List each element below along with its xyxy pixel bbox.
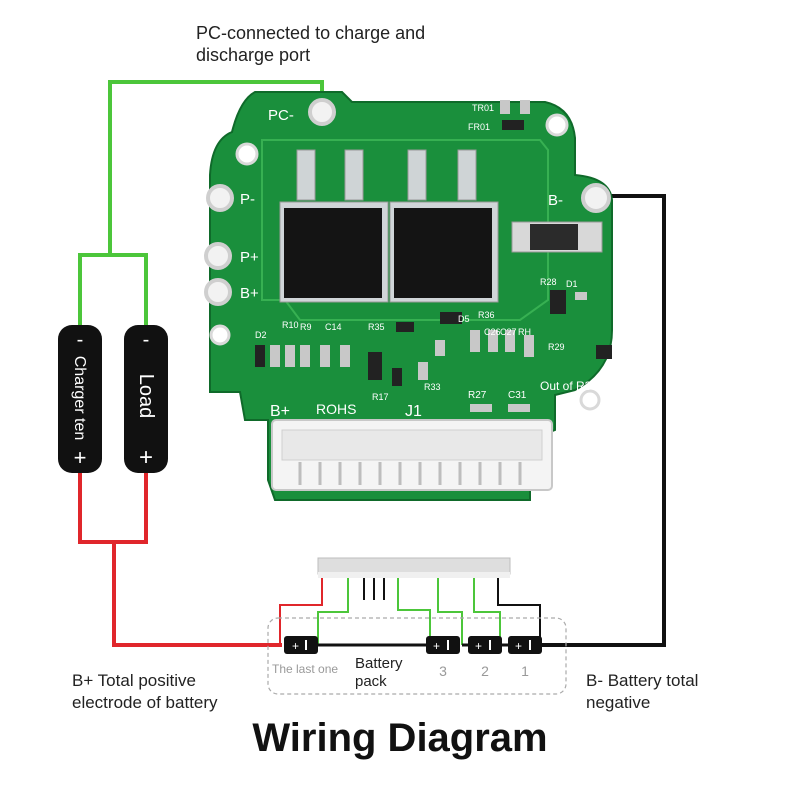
balance-green-lead: [397, 578, 431, 645]
mount-hole-bl: [209, 324, 231, 346]
svg-text:+: +: [433, 639, 440, 653]
balance-green-lead: [317, 578, 349, 645]
mosfet-left-body: [284, 208, 382, 298]
b-minus-total-label: B- Battery total negative: [586, 671, 699, 712]
b-plus-pad: [204, 278, 232, 306]
svg-text:+: +: [292, 639, 299, 653]
pc-port-label: PC-connected to charge and discharge por…: [196, 23, 426, 65]
last-one-label: The last one: [272, 662, 338, 676]
charger-red-wire: [78, 470, 114, 544]
pcb-silk-label: R10: [282, 320, 299, 330]
p-minus-pad: [206, 184, 234, 212]
mosfet-right-body: [394, 208, 492, 298]
pcb-b-minus-label: B-: [548, 192, 563, 209]
charger-label: Charger ten: [71, 356, 88, 441]
charger-terminal: - Charger ten +: [58, 325, 102, 473]
balance-connector: [317, 557, 511, 578]
j1-connector: [271, 419, 553, 491]
load-pos-sign: +: [139, 444, 153, 471]
pcb-silk-label: C14: [325, 322, 342, 332]
pcb-silk-label: D2: [255, 330, 267, 340]
pcb-out-of-label: Out of R30: [540, 379, 598, 393]
pcb-j1-label: J1: [405, 403, 422, 420]
load-label: Load: [135, 374, 157, 419]
pcb-silk-label: D5: [458, 314, 470, 324]
svg-text:+: +: [475, 639, 482, 653]
battery-cell-3: +: [426, 636, 460, 654]
balance-black-lead: [497, 578, 541, 645]
cell-2-label: 2: [481, 663, 489, 679]
pcb-silk-label: C26: [484, 327, 501, 337]
b-minus-pad: [581, 183, 611, 213]
pcb-silk-label: D1: [566, 279, 578, 289]
load-green-wire: [110, 253, 148, 330]
mosfet-tab: [407, 149, 427, 201]
pcb-p-minus-label: P-: [240, 191, 255, 208]
pcb-silk-label: R29: [548, 342, 565, 352]
load-neg-sign: -: [143, 329, 150, 351]
pc-minus-pad: [308, 98, 336, 126]
load-terminal: - Load +: [124, 325, 168, 473]
mosfet-tab: [457, 149, 477, 201]
pcb-silk-label: R17: [372, 392, 389, 402]
pcb-b-plus-bottom-label: B+: [270, 403, 290, 420]
page-title: Wiring Diagram: [252, 716, 548, 760]
mosfet-tab: [296, 149, 316, 201]
pcb-silk-label: R36: [478, 310, 495, 320]
balance-red-lead: [279, 578, 323, 645]
pcb-b-plus-pad-label: B+: [240, 285, 259, 302]
mount-hole-r: [579, 389, 601, 411]
charger-pos-sign: +: [74, 445, 87, 470]
pcb-silk-label: R33: [424, 382, 441, 392]
pcb-p-plus-label: P+: [240, 249, 259, 266]
pcb-silk-label: R35: [368, 322, 385, 332]
pcb-silk-label: C27: [500, 327, 517, 337]
pcb-rohs-label: ROHS: [316, 401, 356, 417]
pcb-silk-label: FR01: [468, 122, 490, 132]
battery-cell-2: +: [468, 636, 502, 654]
mosfet-tab: [344, 149, 364, 201]
pcb-silk-label: C31: [508, 390, 527, 401]
b-plus-total-label: B+ Total positive electrode of battery: [72, 671, 218, 712]
mount-hole-tl: [235, 142, 259, 166]
battery-pack-label: Battery pack: [355, 655, 403, 690]
pcb-pc-minus-label: PC-: [268, 107, 294, 124]
balance-green-lead: [473, 578, 501, 645]
charger-neg-sign: -: [77, 329, 84, 351]
pcb-silk-label: TR01: [472, 103, 494, 113]
pcb-silk-label: RH: [518, 327, 531, 337]
cell-1-label: 1: [521, 663, 529, 679]
bms-pcb-board: PC- P- P+ B+ B- B+ ROHS J1 Out of R30 TR…: [204, 91, 613, 501]
pc-green-wire: [78, 80, 324, 330]
p-plus-pad: [204, 242, 232, 270]
cell-3-label: 3: [439, 663, 447, 679]
battery-cell-1: +: [508, 636, 542, 654]
svg-text:+: +: [515, 639, 522, 653]
b-minus-black-wire: [542, 194, 666, 647]
battery-cell-last: +: [284, 636, 318, 654]
pcb-silk-label: R27: [468, 390, 487, 401]
load-red-wire: [112, 470, 282, 647]
balance-green-lead: [437, 578, 463, 645]
mount-hole-tr: [545, 113, 569, 137]
pcb-silk-label: R9: [300, 322, 312, 332]
battery-pack-box: [267, 617, 567, 695]
pcb-silk-label: R28: [540, 277, 557, 287]
